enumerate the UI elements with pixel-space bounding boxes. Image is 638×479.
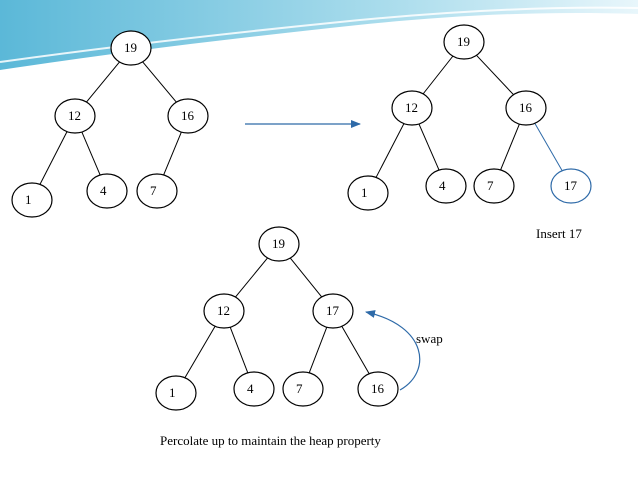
heap-after-insert: 19 12 16 1 4 7 17 bbox=[347, 24, 592, 211]
tree-edge bbox=[81, 131, 101, 176]
heap-node bbox=[505, 90, 547, 126]
heap-node bbox=[86, 173, 128, 209]
heap-node-value: 1 bbox=[169, 385, 176, 400]
heap-node bbox=[258, 226, 300, 262]
heap-node bbox=[347, 175, 389, 211]
heap-node bbox=[443, 24, 485, 60]
heap-before-insert: 19 12 16 1 4 7 bbox=[11, 30, 209, 218]
heap-node-value: 7 bbox=[150, 183, 157, 198]
heap-node-value: 4 bbox=[439, 178, 446, 193]
tree-edge bbox=[163, 131, 182, 176]
tree-edge bbox=[422, 55, 454, 95]
heap-node bbox=[167, 98, 209, 134]
heap-node-value: 7 bbox=[487, 178, 494, 193]
heap-node-value: 12 bbox=[405, 100, 418, 115]
heap-node-value: 16 bbox=[181, 108, 195, 123]
tree-edge bbox=[184, 325, 216, 379]
tree-edge bbox=[229, 326, 249, 374]
heap-node-value: 19 bbox=[124, 40, 137, 55]
heap-node bbox=[136, 173, 178, 209]
tree-edge bbox=[375, 123, 405, 178]
heap-node bbox=[282, 371, 324, 407]
heap-node bbox=[425, 168, 467, 204]
heap-node-value: 4 bbox=[247, 381, 254, 396]
heap-node bbox=[357, 371, 399, 407]
tree-edge bbox=[235, 257, 268, 298]
tree-edge bbox=[308, 326, 328, 374]
percolate-caption: Percolate up to maintain the heap proper… bbox=[160, 433, 381, 448]
tree-edge bbox=[86, 61, 120, 103]
tree-edge bbox=[341, 326, 370, 374]
tree-edge bbox=[142, 61, 177, 103]
heap-node-value: 17 bbox=[564, 178, 578, 193]
heap-node bbox=[155, 375, 197, 411]
heap-node bbox=[550, 168, 592, 204]
tree-edge bbox=[39, 131, 68, 185]
heap-node bbox=[203, 293, 245, 329]
heap-node-value: 19 bbox=[457, 34, 470, 49]
heap-node-value: 1 bbox=[361, 185, 368, 200]
tree-edge bbox=[476, 54, 514, 96]
heap-node bbox=[110, 30, 152, 66]
swap-label: swap bbox=[416, 331, 443, 346]
heap-node-value: 4 bbox=[100, 183, 107, 198]
tree-edge bbox=[289, 257, 323, 298]
tree-edge bbox=[500, 123, 520, 171]
heap-node-value: 19 bbox=[272, 236, 285, 251]
insert-caption: Insert 17 bbox=[536, 226, 582, 241]
swap-arrow bbox=[365, 310, 421, 391]
heap-node-value: 12 bbox=[217, 303, 230, 318]
heap-after-swap: 19 12 17 1 4 7 16 bbox=[155, 226, 399, 411]
heap-node-value: 7 bbox=[296, 381, 303, 396]
heap-node-value: 1 bbox=[25, 192, 32, 207]
tree-edge bbox=[534, 123, 563, 171]
heap-node bbox=[54, 98, 96, 134]
heap-node-value: 12 bbox=[68, 108, 81, 123]
heap-node-value: 16 bbox=[371, 381, 385, 396]
heap-node-value: 16 bbox=[519, 100, 533, 115]
top-banner bbox=[0, 0, 638, 70]
tree-edge bbox=[418, 123, 440, 171]
heap-node bbox=[11, 182, 53, 218]
heap-node bbox=[391, 90, 433, 126]
heap-node bbox=[473, 168, 515, 204]
heap-node bbox=[233, 371, 275, 407]
heap-node-value: 17 bbox=[326, 303, 340, 318]
heap-node bbox=[312, 293, 354, 329]
